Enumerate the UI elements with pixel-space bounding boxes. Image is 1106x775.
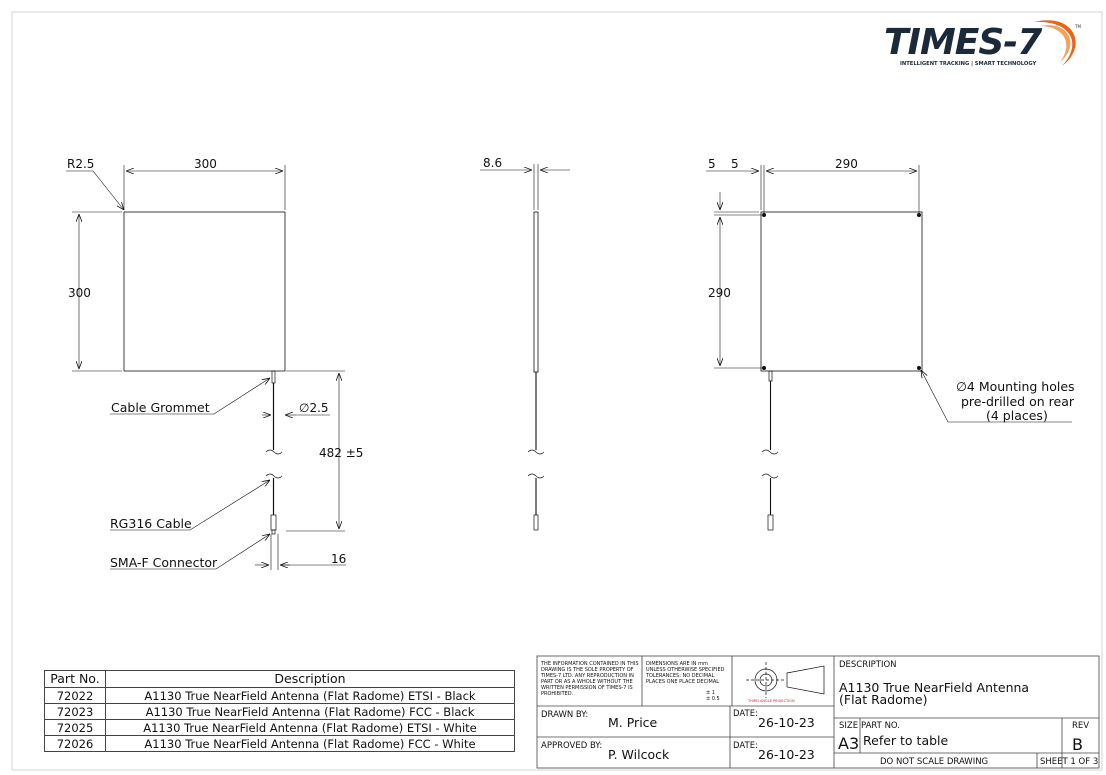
description-cell: A1130 True NearField Antenna (Flat Radom… (105, 687, 515, 704)
front-view (66, 165, 346, 570)
drawn-by-value: M. Price (608, 715, 658, 730)
tolerance-notice: DIMENSIONS ARE IN mm UNLESS OTHERWISE SP… (646, 661, 725, 685)
description-line1: A1130 True NearField Antenna (839, 680, 1030, 695)
tolerance-value-2: ± 0.5 (706, 696, 720, 702)
part-no-cell: 72023 (44, 703, 106, 720)
approved-date-label: DATE: (733, 741, 758, 751)
holes-note-line2: pre-drilled on rear (961, 394, 1075, 409)
table-row: 72025 A1130 True NearField Antenna (Flat… (44, 719, 515, 736)
table-row: 72026 A1130 True NearField Antenna (Flat… (44, 735, 515, 752)
mount-hole (762, 365, 767, 370)
description-cell: A1130 True NearField Antenna (Flat Radom… (105, 735, 515, 752)
parts-table-header: Part No. Description (44, 670, 515, 688)
connector-offset-label: 16 (331, 552, 346, 566)
description-cell: A1130 True NearField Antenna (Flat Radom… (105, 719, 515, 736)
side-view (480, 164, 570, 531)
front-width-label: 300 (194, 157, 217, 171)
table-row: 72022 A1130 True NearField Antenna (Flat… (44, 687, 515, 704)
tolerance-value-1: ± 1 (706, 690, 715, 696)
mount-hole (917, 212, 922, 217)
scale-note: DO NOT SCALE DRAWING (880, 757, 989, 767)
part-no-cell: 72025 (44, 719, 106, 736)
drawn-date-value: 26-10-23 (758, 715, 815, 730)
times7-logo: TIMES-7 TM INTELLIGENT TRACKING | SMART … (884, 16, 1084, 78)
side-thickness-label: 8.6 (483, 156, 502, 170)
sheet-border (11, 11, 1103, 771)
approved-date-value: 26-10-23 (758, 747, 815, 762)
antenna-side-outline (533, 211, 539, 373)
parts-table: Part No. Description 72022 A1130 True Ne… (44, 670, 515, 752)
mount-hole (762, 212, 767, 217)
grommet-callout: Cable Grommet (111, 400, 210, 415)
logo-swoosh-inner (1040, 25, 1071, 62)
cable-callout: RG316 Cable (110, 516, 192, 531)
rear-view (706, 165, 1072, 531)
rev-label: REV (1072, 721, 1090, 731)
col-description: Description (105, 670, 515, 688)
cable-length-label: 482 ±5 (319, 446, 363, 460)
description-line2: (Flat Radome) (839, 692, 928, 707)
rear-edge-x2-label: 5 (731, 157, 739, 171)
cable-diameter-label: ∅2.5 (299, 401, 329, 415)
approved-by-label: APPROVED BY: (541, 741, 603, 751)
drawn-by-label: DRAWN BY: (541, 710, 589, 720)
logo-tm: TM (1074, 24, 1081, 29)
rear-hole-span-y-label: 290 (708, 286, 731, 300)
description-cell: A1130 True NearField Antenna (Flat Radom… (105, 703, 515, 720)
part-no-cell: 72026 (44, 735, 106, 752)
logo-brand: TIMES-7 (884, 22, 1042, 63)
rev-value: B (1072, 735, 1083, 754)
third-angle-projection-symbol (746, 662, 825, 698)
radius-label: R2.5 (67, 157, 94, 171)
connector-callout: SMA-F Connector (110, 555, 218, 570)
rear-edge-x1-label: 5 (708, 157, 716, 171)
drawn-date-label: DATE: (733, 709, 758, 719)
holes-note-line1: ∅4 Mounting holes (956, 379, 1075, 394)
projection-caption: THIRD ANGLE PROJECTION (747, 699, 795, 703)
size-value: A3 (838, 734, 860, 753)
mount-hole (917, 365, 922, 370)
part-no-cell: 72022 (44, 687, 106, 704)
title-block-grid (536, 655, 1100, 769)
ownership-notice: THE INFORMATION CONTAINED IN THIS DRAWIN… (541, 661, 639, 697)
holes-note-line3: (4 places) (986, 408, 1048, 423)
description-label: DESCRIPTION (839, 660, 897, 670)
part-no-value: Refer to table (863, 733, 949, 748)
logo-tagline: INTELLIGENT TRACKING | SMART TECHNOLOGY (900, 61, 1036, 67)
front-height-label: 300 (68, 286, 91, 300)
rear-hole-span-x-label: 290 (835, 157, 858, 171)
approved-by-value: P. Wilcock (608, 747, 670, 762)
antenna-front-outline (123, 211, 286, 372)
table-row: 72023 A1130 True NearField Antenna (Flat… (44, 703, 515, 720)
antenna-rear-outline (760, 211, 923, 372)
logo-graphic: TIMES-7 TM INTELLIGENT TRACKING | SMART … (884, 20, 1081, 67)
sheet-number: SHEET 1 OF 3 (1040, 757, 1099, 767)
col-part-no: Part No. (44, 670, 106, 688)
size-label: SIZE (839, 721, 859, 731)
part-no-label: PART NO. (861, 721, 900, 731)
